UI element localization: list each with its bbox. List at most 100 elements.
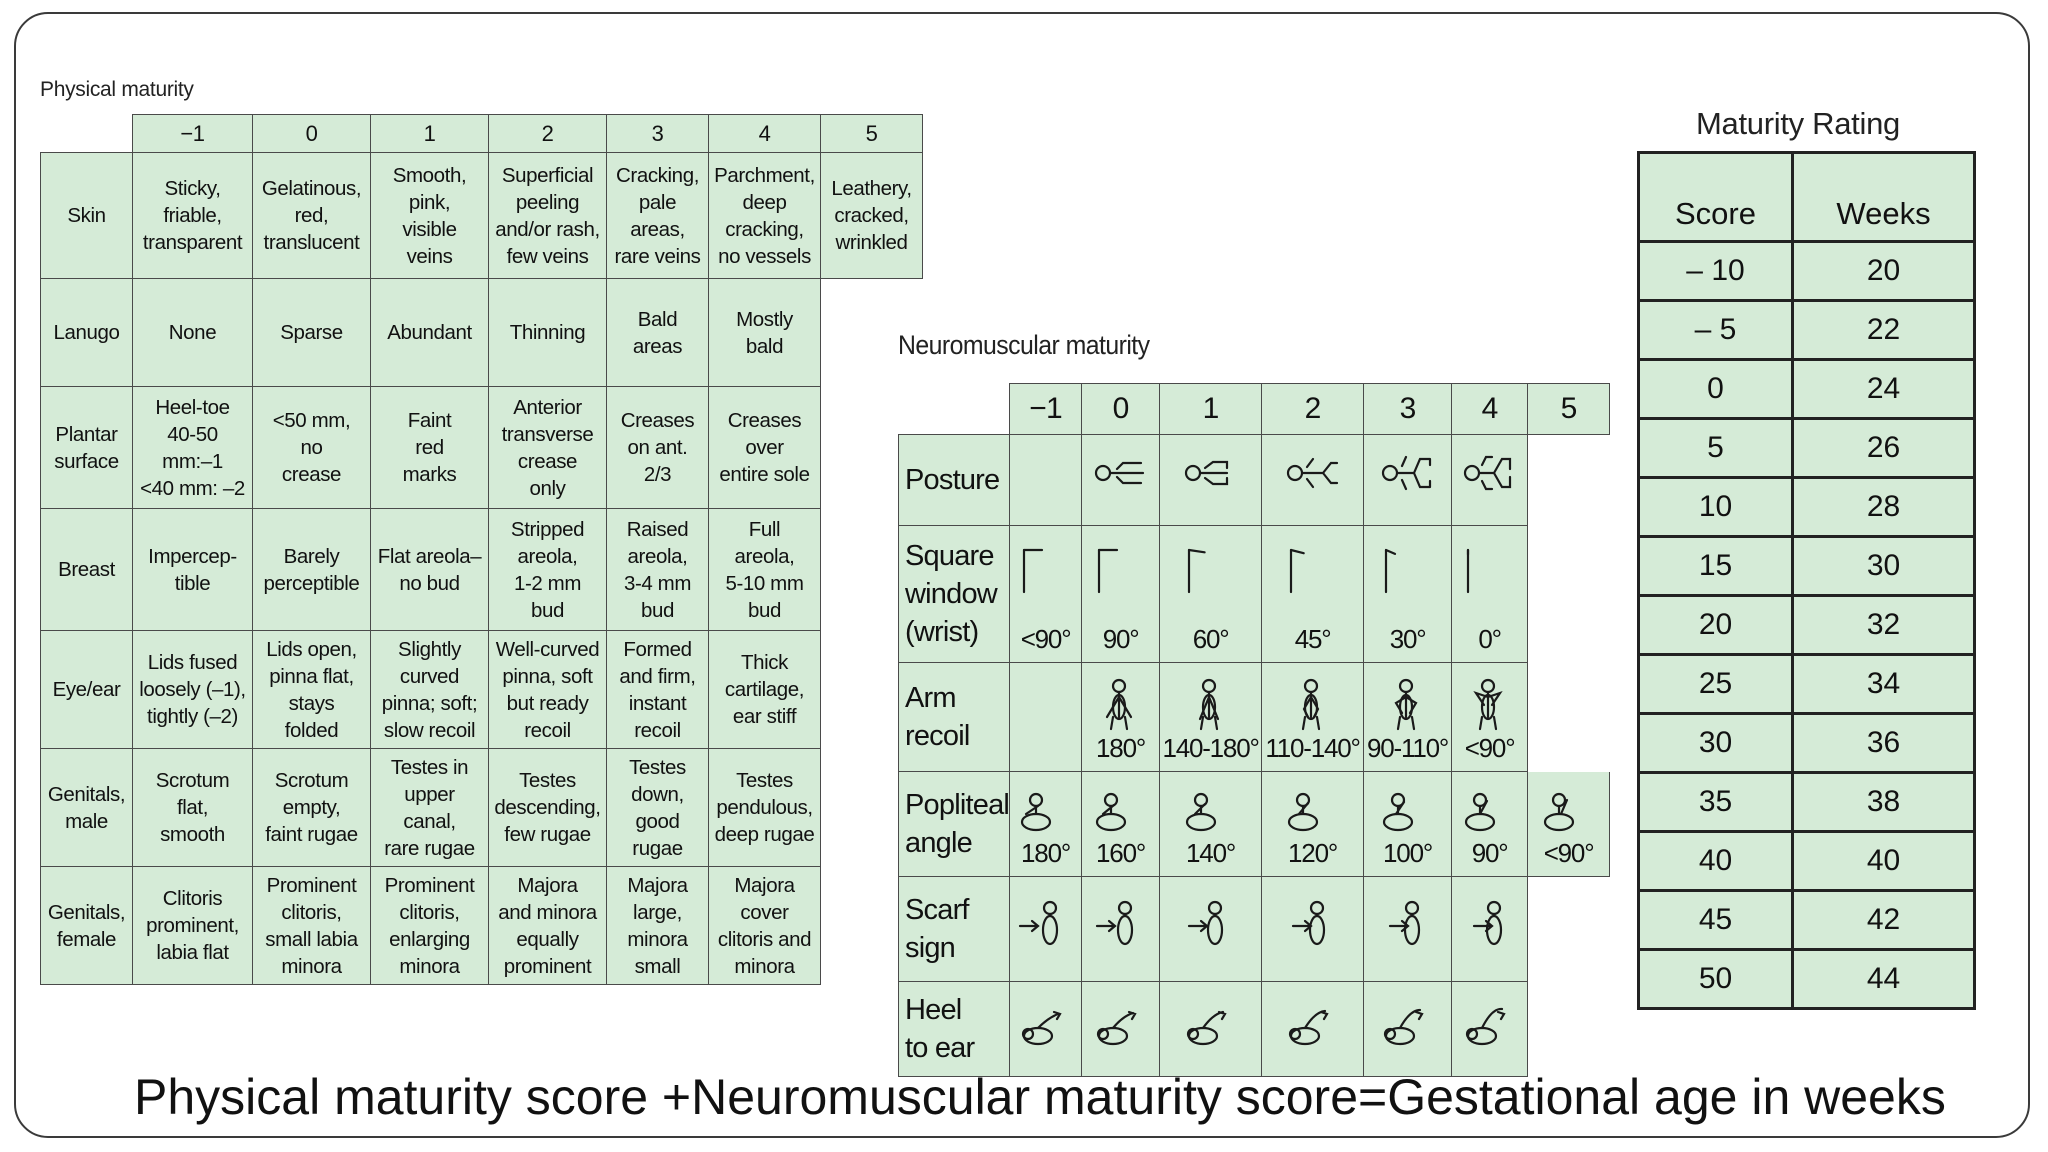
weeks-cell: 42 [1791,889,1976,951]
maneuver-cell [1009,876,1083,982]
angle-label: <90° [1543,838,1595,868]
maneuver-cell [1451,876,1529,982]
maneuver-cell [1009,662,1083,772]
maneuver-cell: 120° [1261,771,1365,877]
popliteal-icon [1460,786,1520,854]
heel-to-ear-icon [1283,1000,1343,1068]
maneuver-cell: 90° [1081,525,1161,663]
scarf-sign-icon [1091,900,1151,968]
score-header: Score [1637,151,1794,243]
heel-to-ear-icon [1016,1000,1076,1068]
maneuver-cell: 140-180° [1159,662,1263,772]
angle-label: 90-110° [1367,733,1449,763]
score-cell: 50 [1637,948,1794,1010]
gestational-age-formula: Physical maturity score +Neuromuscular m… [134,1069,1946,1125]
maneuver-cell [1363,981,1453,1077]
angle-label: <90° [1464,733,1516,763]
angle-label: 45° [1294,624,1332,654]
score-header: −1 [1009,383,1083,435]
table-row: Posture [897,434,1611,526]
maneuver-cell: <90° [1451,662,1529,772]
score-cell: – 5 [1637,299,1794,361]
angle-label: 120° [1288,838,1338,868]
score-header: 0 [1081,383,1161,435]
weeks-cell: 26 [1791,417,1976,479]
maneuver-cell: 0° [1451,525,1529,663]
angle-label: 110-140° [1265,733,1360,763]
criterion-cell: Leathery,cracked,wrinkled [820,152,923,279]
angle-label: <90° [1020,624,1072,654]
score-header: 2 [488,114,607,153]
square-window-icon [1091,540,1151,608]
weeks-cell: 28 [1791,476,1976,538]
maneuver-cell [1451,434,1529,526]
criterion-cell: Sticky,friable,transparent [132,152,253,279]
angle-label: 180° [1021,838,1071,868]
arm-recoil-icon [1091,677,1151,745]
maneuver-cell: <90° [1009,525,1083,663]
slide-frame [14,12,2030,1138]
score-cell: 5 [1637,417,1794,479]
maneuver-cell: 90° [1451,771,1529,877]
score-header: −1 [132,114,253,153]
square-window-icon [1181,540,1241,608]
row-label: Breast [40,508,133,631]
maneuver-cell [1009,981,1083,1077]
row-label: Posture [897,434,1011,526]
score-header: 3 [606,114,709,153]
score-header: 1 [1159,383,1263,435]
weeks-cell: 34 [1791,653,1976,715]
score-cell: 0 [1637,358,1794,420]
maneuver-cell [1261,876,1365,982]
arm-recoil-icon [1283,677,1343,745]
maneuver-cell [1009,434,1083,526]
table-corner [897,383,1011,435]
angle-label: 30° [1389,624,1427,654]
heel-to-ear-icon [1091,1000,1151,1068]
angle-label: 140° [1186,838,1236,868]
scarf-sign-icon [1016,900,1076,968]
weeks-cell: 44 [1791,948,1976,1010]
score-cell: 10 [1637,476,1794,538]
score-header: 4 [1451,383,1529,435]
score-header: 5 [1527,383,1611,435]
weeks-cell: 38 [1791,771,1976,833]
maneuver-cell: <90° [1527,771,1611,877]
weeks-cell: 22 [1791,299,1976,361]
angle-label: 60° [1192,624,1230,654]
